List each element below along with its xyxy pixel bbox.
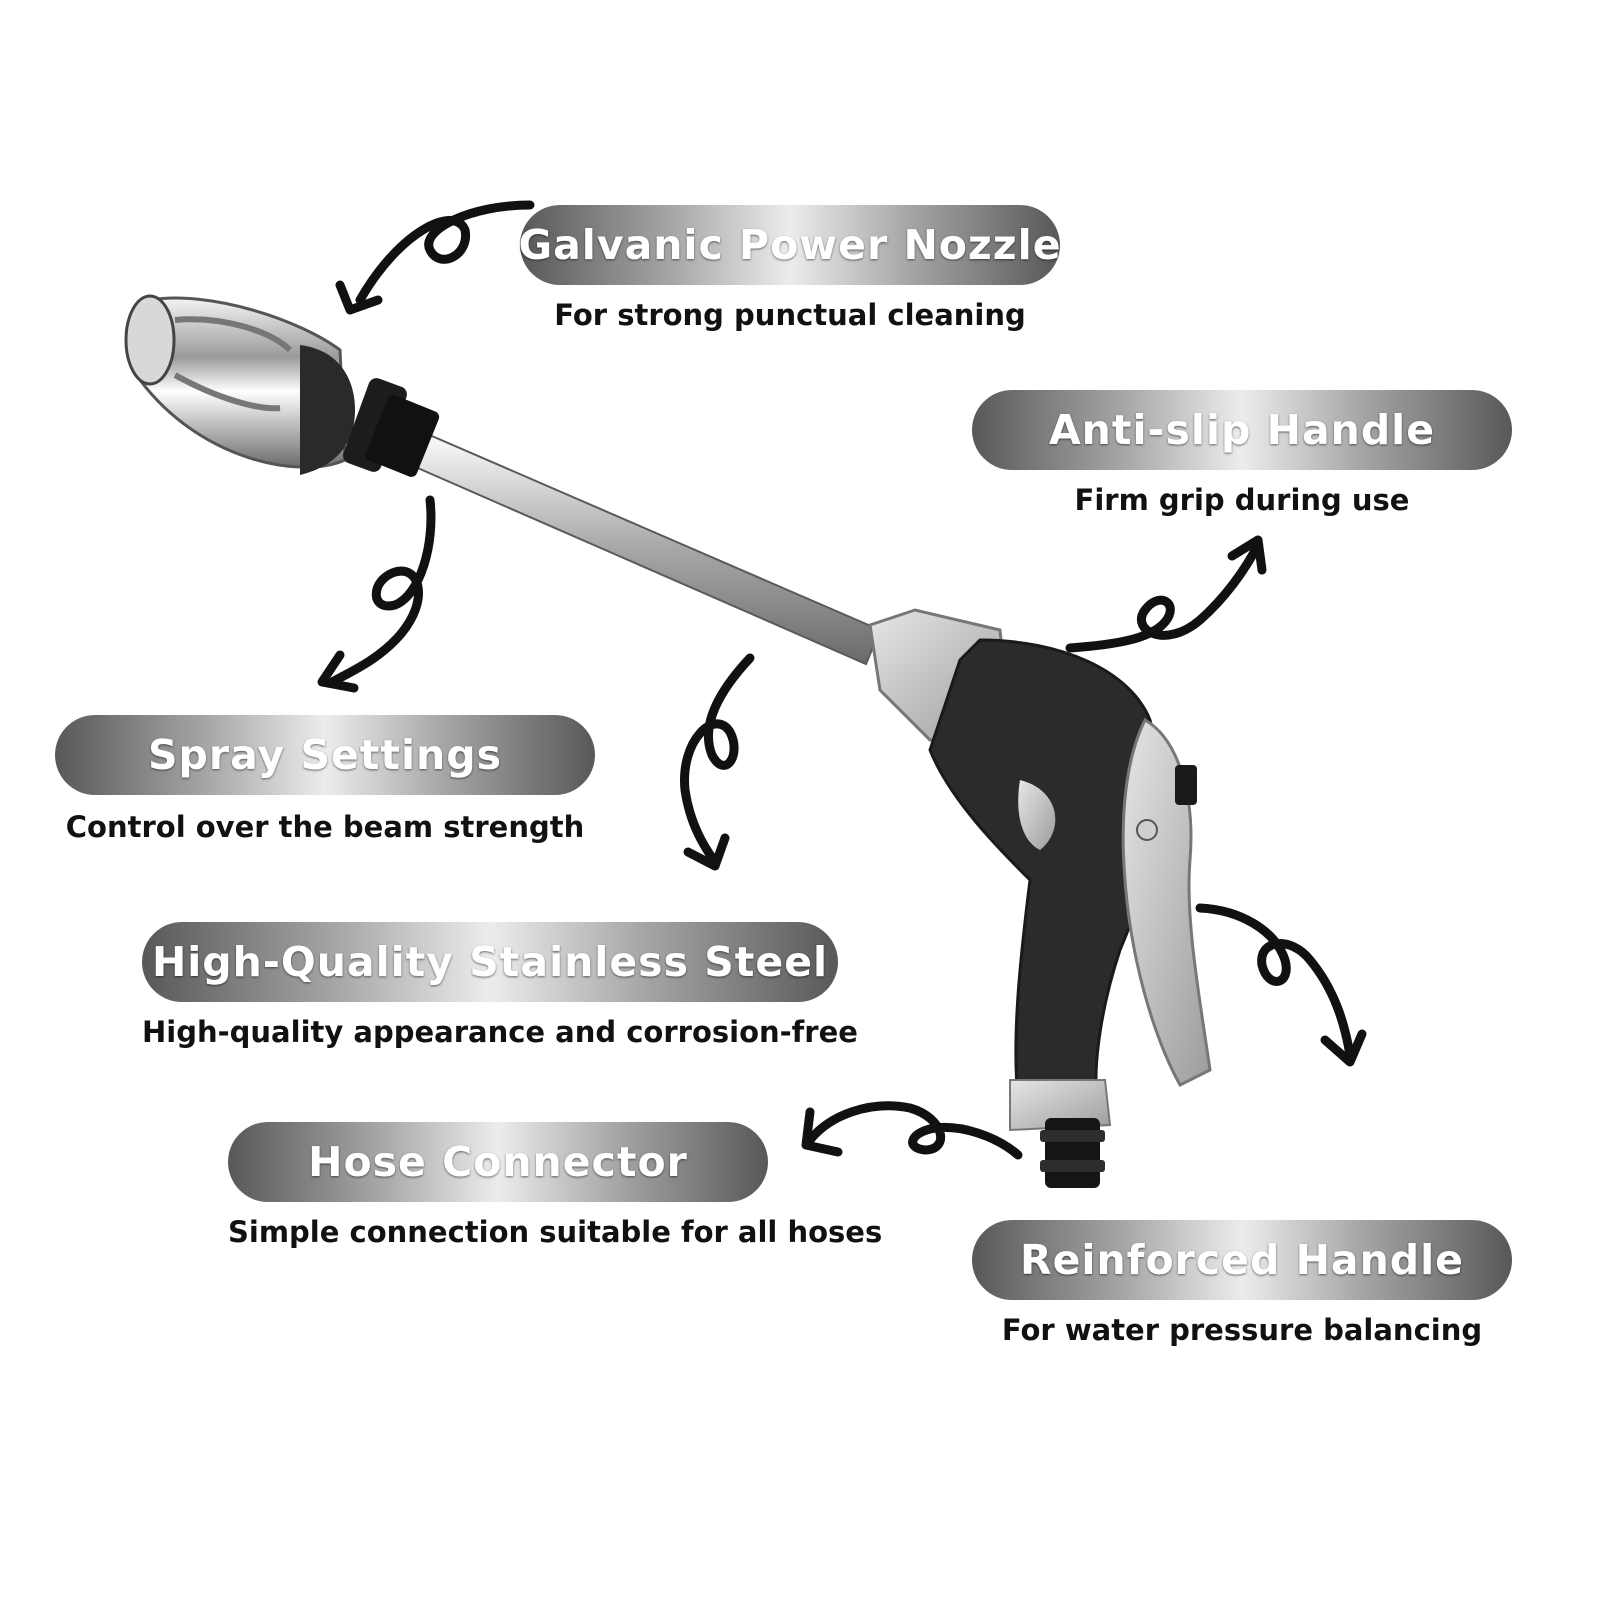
feature-subtitle: Firm grip during use [1074, 483, 1410, 517]
feature-title: Galvanic Power Nozzle [518, 221, 1062, 269]
feature-title: High-Quality Stainless Steel [151, 938, 829, 986]
curly-arrow-icon [801, 1101, 1023, 1160]
feature-title: Anti-slip Handle [1048, 406, 1436, 454]
feature-pill-reinforced-handle: Reinforced Handle [972, 1220, 1512, 1300]
feature-pill-stainless-steel: High-Quality Stainless Steel [142, 922, 838, 1002]
feature-title: Reinforced Handle [1020, 1236, 1464, 1284]
feature-subtitle: High-quality appearance and corrosion-fr… [142, 1015, 858, 1049]
feature-subtitle: Control over the beam strength [65, 810, 585, 844]
steel-tube [402, 428, 882, 666]
feature-pill-spray-settings: Spray Settings [55, 715, 595, 795]
spray-gun-illustration [124, 294, 1212, 1188]
curly-arrow-icon [680, 653, 755, 871]
hose-connector-part [1040, 1118, 1105, 1188]
feature-title: Spray Settings [147, 731, 503, 779]
handle-grip [928, 638, 1160, 1132]
feature-title: Hose Connector [308, 1138, 688, 1186]
nozzle-head [124, 294, 440, 477]
curly-arrow-icon [1065, 535, 1267, 653]
feature-subtitle: For water pressure balancing [1001, 1313, 1483, 1347]
curly-arrow-icon [317, 495, 436, 693]
feature-pill-anti-slip-handle: Anti-slip Handle [972, 390, 1512, 470]
feature-pill-galvanic-power-nozzle: Galvanic Power Nozzle [518, 205, 1062, 285]
curly-arrow-icon [335, 200, 535, 315]
feature-subtitle: Simple connection suitable for all hoses [228, 1215, 883, 1249]
trigger-lever [1121, 717, 1212, 1087]
curly-arrow-icon [1195, 903, 1367, 1067]
feature-pill-hose-connector: Hose Connector [228, 1122, 768, 1202]
feature-subtitle: For strong punctual cleaning [554, 298, 1026, 332]
